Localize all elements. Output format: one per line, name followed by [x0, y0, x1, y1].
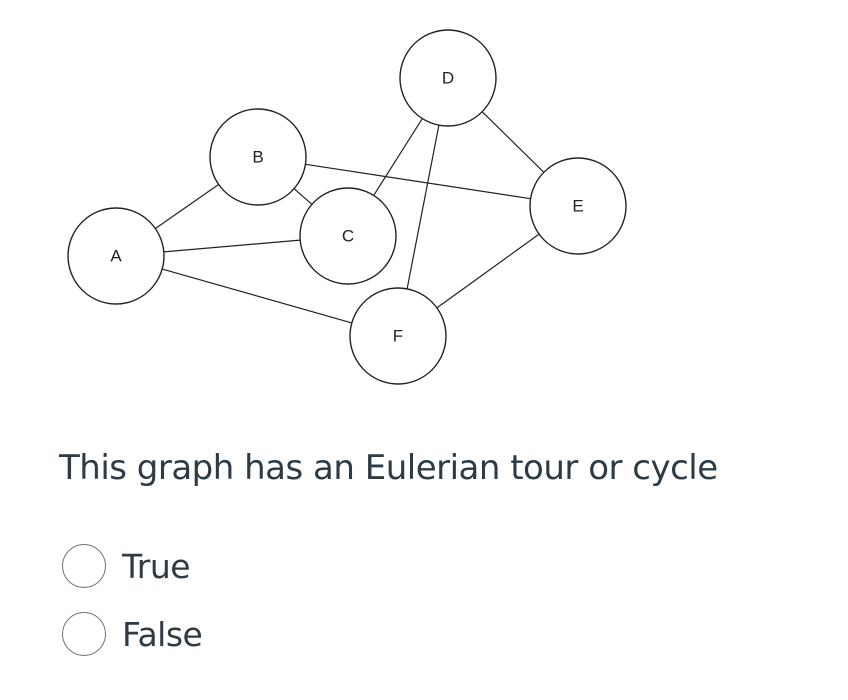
radio-button-true[interactable]	[62, 544, 106, 588]
graph-edges	[155, 111, 545, 324]
node-label: F	[393, 326, 403, 345]
node-label: D	[442, 68, 454, 87]
radio-button-false[interactable]	[62, 612, 106, 656]
edge-a-f	[162, 268, 352, 324]
node-circle	[529, 157, 627, 255]
node-c: C	[299, 187, 397, 285]
edge-c-d	[373, 118, 423, 196]
question-text: This graph has an Eulerian tour or cycle	[59, 448, 718, 488]
node-label: A	[110, 246, 122, 265]
node-circle	[349, 287, 447, 385]
answer-options: True False	[62, 543, 462, 679]
edge-a-c	[163, 239, 301, 253]
edge-b-e	[305, 163, 531, 200]
node-a: A	[67, 207, 165, 305]
node-d: D	[399, 29, 497, 127]
option-false-label: False	[122, 614, 203, 654]
edge-a-b	[155, 184, 219, 229]
node-b: B	[209, 108, 307, 206]
option-false[interactable]: False	[62, 611, 462, 657]
node-circle	[399, 29, 497, 127]
node-circle	[209, 108, 307, 206]
option-true-label: True	[122, 546, 191, 586]
node-label: B	[252, 147, 263, 166]
node-f: F	[349, 287, 447, 385]
node-circle	[299, 187, 397, 285]
node-circle	[67, 207, 165, 305]
edge-e-f	[436, 233, 540, 309]
edge-d-e	[481, 111, 545, 173]
node-label: C	[342, 226, 354, 245]
graph-figure: A B C D E F	[67, 29, 627, 385]
graph-nodes: A B C D E F	[67, 29, 627, 385]
edge-b-c	[293, 188, 313, 205]
edge-d-f	[406, 124, 440, 290]
node-label: E	[572, 196, 583, 215]
option-true[interactable]: True	[62, 543, 462, 589]
node-e: E	[529, 157, 627, 255]
